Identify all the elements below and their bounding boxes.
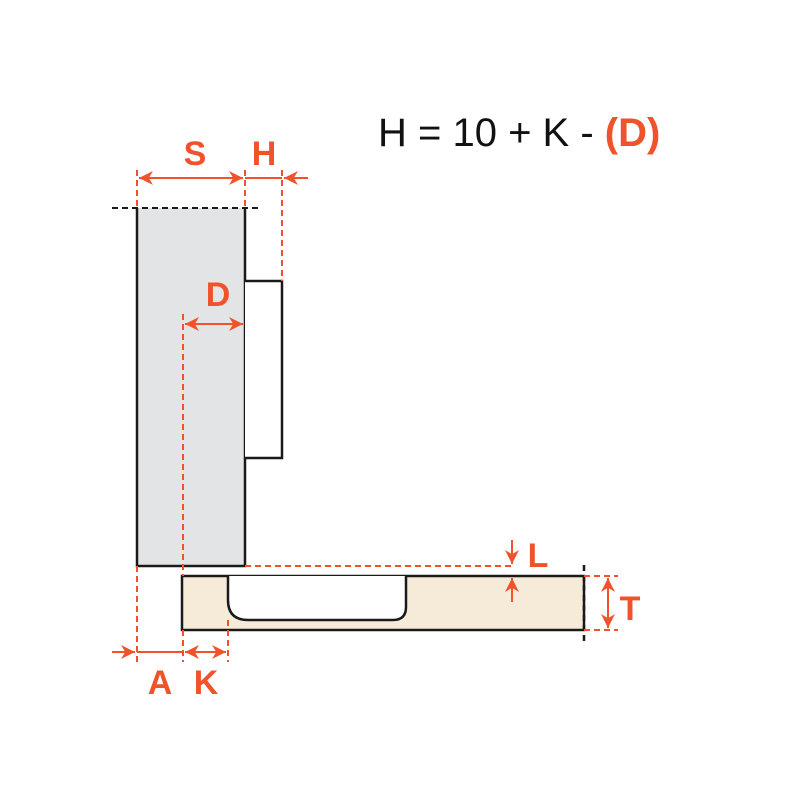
dimension-guides: [136, 170, 618, 662]
label-s: S: [184, 135, 207, 173]
label-a: A: [148, 664, 173, 702]
formula-highlight: (D): [605, 111, 661, 155]
formula: H = 10 + K - (D): [378, 111, 660, 155]
label-k: K: [194, 664, 219, 702]
label-t: T: [620, 590, 641, 628]
hinge-cup-cutout: [226, 576, 408, 622]
label-l: L: [528, 537, 549, 575]
label-d: D: [206, 276, 231, 314]
formula-main: H = 10 + K -: [378, 111, 605, 155]
label-h: H: [252, 135, 277, 173]
door-panel: [137, 208, 245, 566]
mounting-plate: [245, 279, 284, 460]
